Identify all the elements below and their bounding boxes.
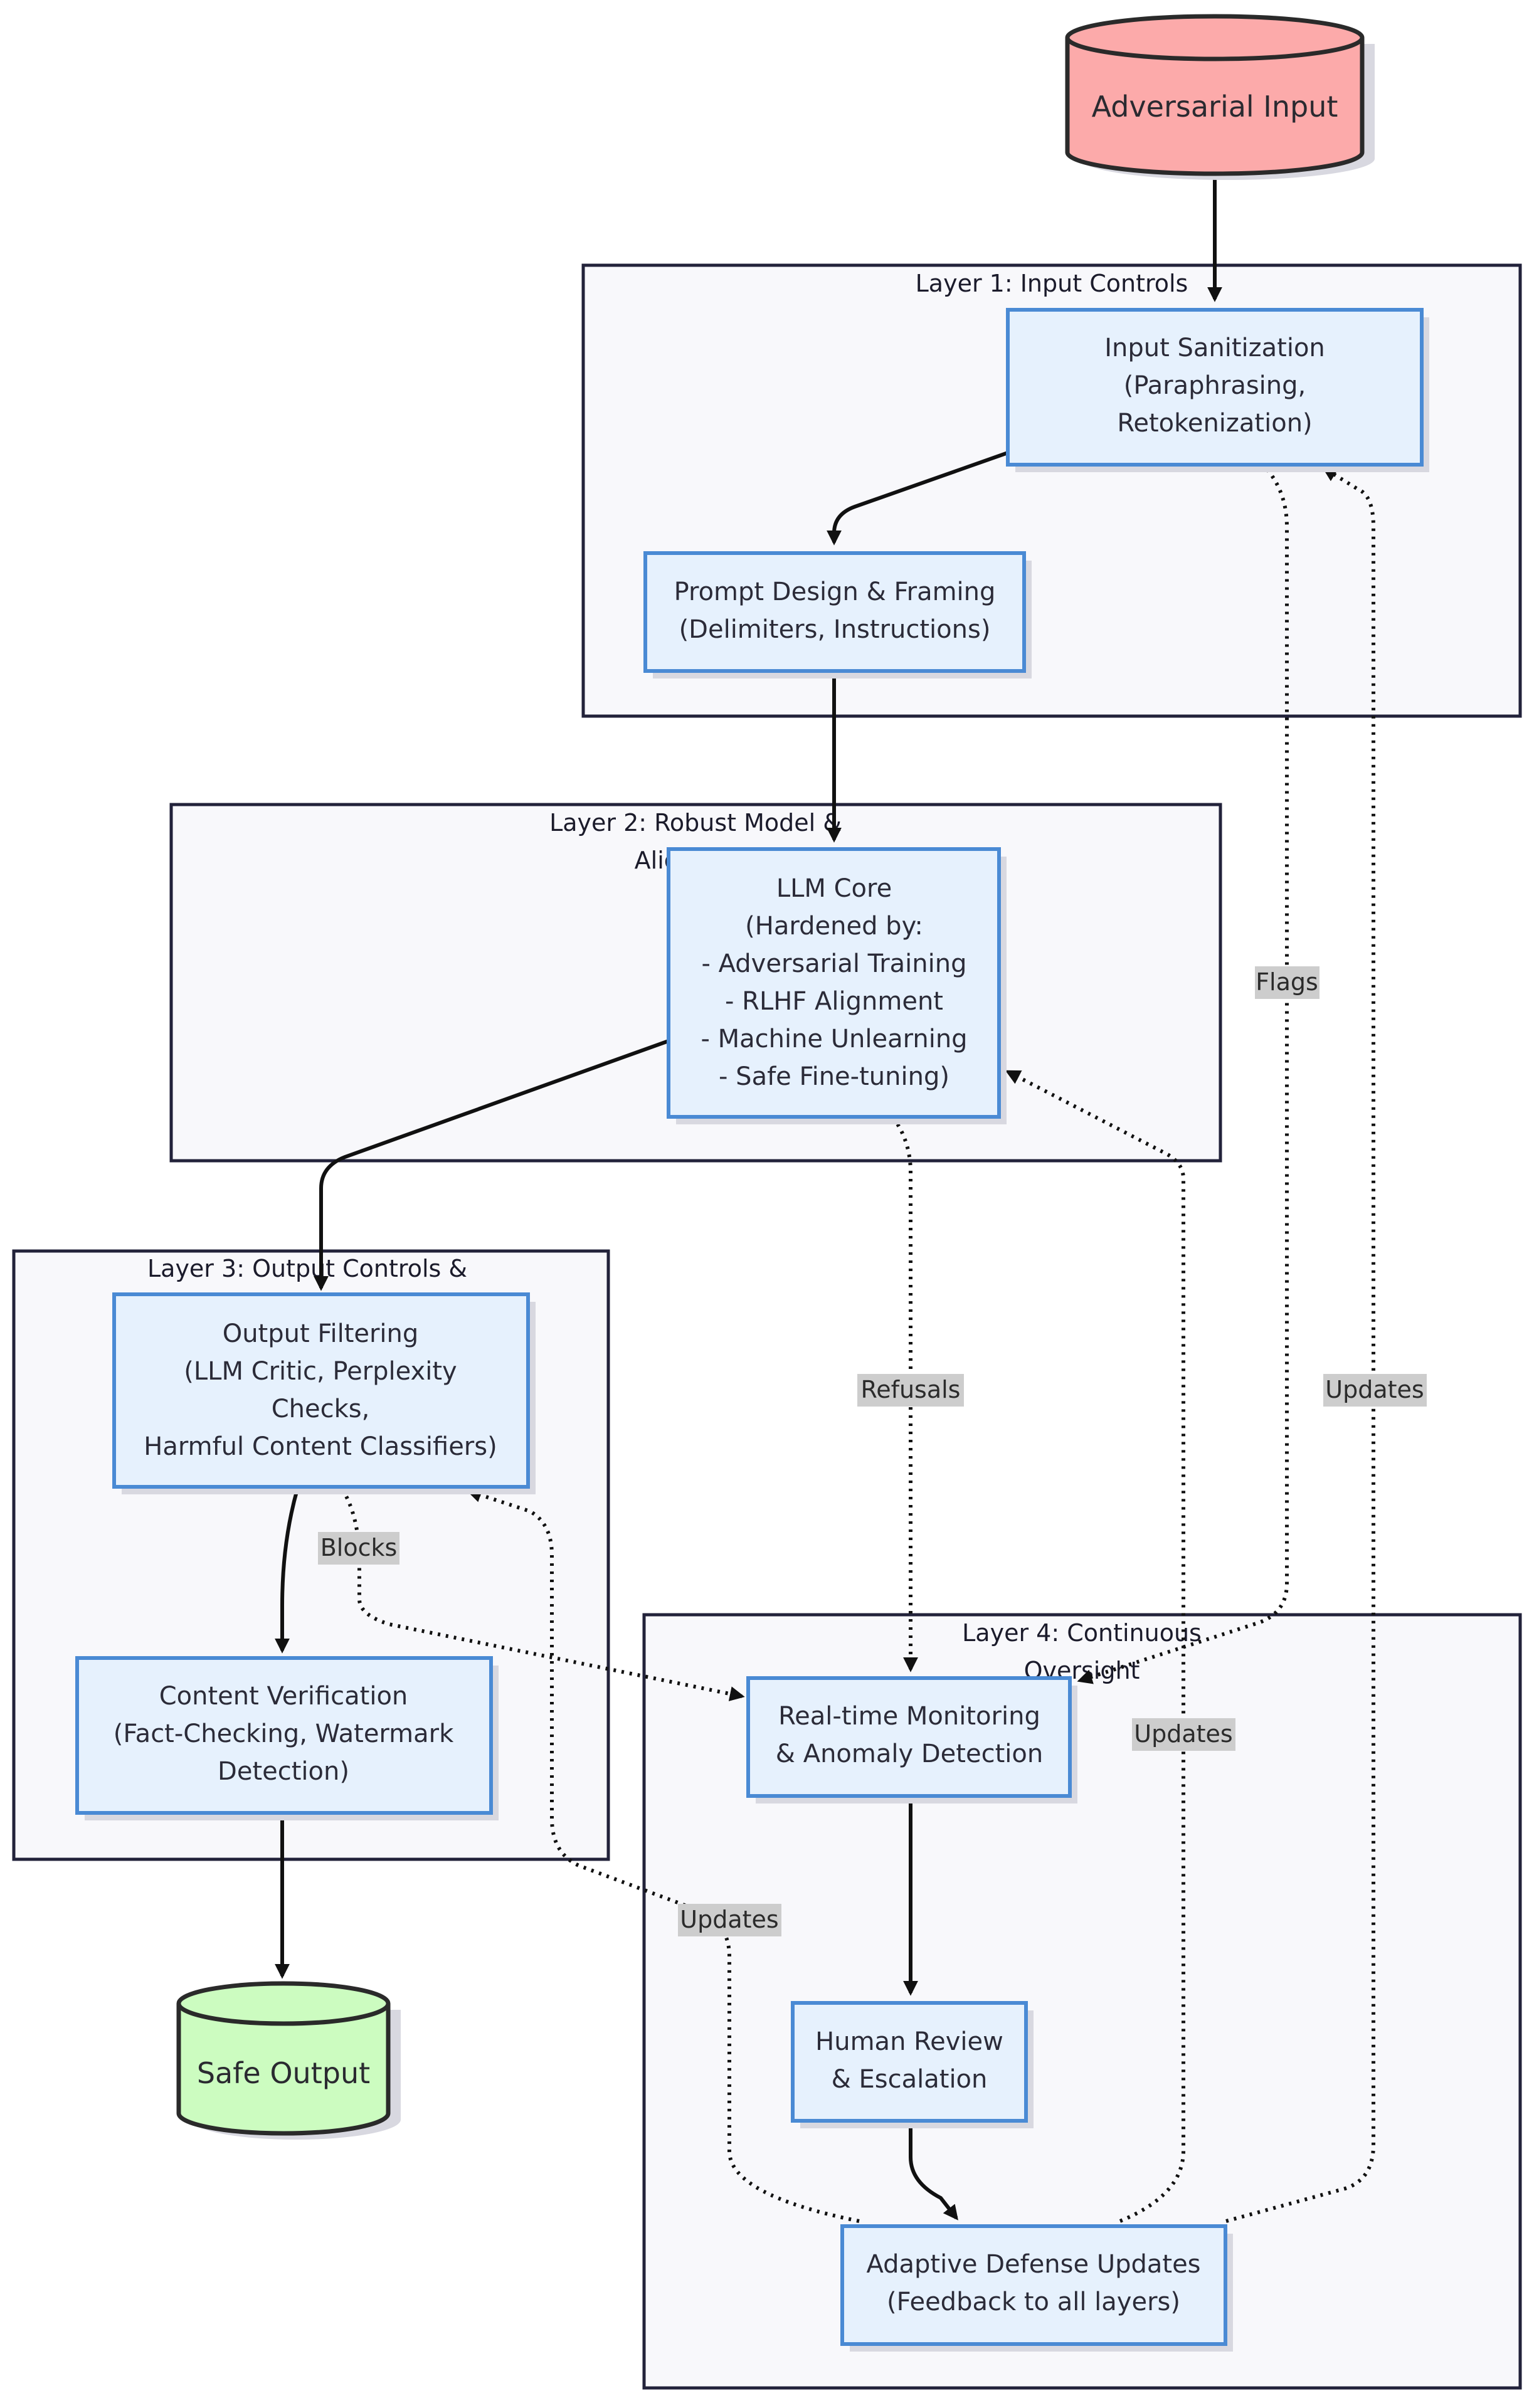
- node-adaptive-updates: Adaptive Defense Updates (Feedback to al…: [840, 2224, 1233, 2352]
- edge-label-flags: Flags: [1255, 966, 1320, 999]
- edge-label-updates-layer1: Updates: [1323, 1374, 1427, 1407]
- edge-llm-refusals-to-monitoring: [891, 1116, 918, 1672]
- edge-label-updates-layer2: Updates: [1132, 1718, 1235, 1751]
- content-verification-line1: Content Verification: [159, 1682, 408, 1711]
- output-filtering-line2: (LLM Critic, Perplexity: [184, 1357, 457, 1386]
- edge-human-review-to-adaptive: [909, 2121, 958, 2221]
- edge-label-blocks-text: Blocks: [320, 1534, 398, 1561]
- adversarial-input-label: Adversarial Input: [1092, 90, 1338, 124]
- edge-adaptive-updates-to-sanitization: [1225, 467, 1375, 2223]
- prompt-design-line1: Prompt Design & Framing: [674, 578, 996, 606]
- llm-core-line4: - RLHF Alignment: [725, 987, 943, 1016]
- edge-llm-to-output-filtering: [314, 1039, 670, 1291]
- node-content-verification: Content Verification (Fact-Checking, Wat…: [75, 1656, 499, 1820]
- node-output-filtering: Output Filtering (LLM Critic, Perplexity…: [112, 1292, 536, 1494]
- node-adversarial-input: Adversarial Input: [1065, 14, 1375, 180]
- edge-label-refusals-bg: [857, 1374, 964, 1407]
- adaptive-updates-line1: Adaptive Defense Updates: [866, 2250, 1200, 2279]
- monitoring-box: [746, 1676, 1072, 1798]
- node-monitoring: Real-time Monitoring & Anomaly Detection: [746, 1676, 1077, 1803]
- human-review-line1: Human Review: [815, 2027, 1003, 2056]
- edge-adaptive-updates-to-llm-core: [1005, 1070, 1185, 2223]
- monitoring-line2: & Anomaly Detection: [776, 1740, 1043, 1768]
- adaptive-updates-line2: (Feedback to all layers): [887, 2288, 1180, 2316]
- output-filtering-line1: Output Filtering: [223, 1319, 419, 1348]
- edge-label-flags-bg: [1255, 966, 1320, 999]
- content-verification-line3: Detection): [218, 1757, 349, 1786]
- edge-label-updates-layer3-text: Updates: [680, 1906, 778, 1933]
- edge-label-updates-layer3-bg: [678, 1904, 781, 1936]
- node-llm-core: LLM Core (Hardened by: - Adversarial Tra…: [667, 847, 1007, 1124]
- node-safe-output: Safe Output: [176, 1981, 401, 2140]
- node-human-review: Human Review & Escalation: [791, 2001, 1034, 2128]
- llm-core-line5: - Machine Unlearning: [701, 1025, 967, 1054]
- edge-label-updates-layer1-text: Updates: [1325, 1376, 1424, 1403]
- human-review-box: [791, 2001, 1028, 2123]
- output-filtering-line4: Harmful Content Classifiers): [144, 1432, 497, 1461]
- edge-filtering-to-verification: [275, 1489, 299, 1654]
- prompt-design-line2: (Delimiters, Instructions): [679, 615, 991, 644]
- solid-edges: [275, 177, 1222, 2221]
- input-sanitization-line2: (Paraphrasing,: [1124, 371, 1306, 400]
- llm-core-line3: - Adversarial Training: [701, 949, 966, 978]
- cluster-layer-4-title-line1: Layer 4: Continuous: [962, 1619, 1202, 1647]
- llm-core-line2: (Hardened by:: [745, 912, 923, 941]
- cluster-layer-1-title: Layer 1: Input Controls: [916, 270, 1188, 297]
- edge-sanitization-to-prompt: [827, 451, 1008, 546]
- content-verification-line2: (Fact-Checking, Watermark: [114, 1719, 454, 1748]
- llm-core-line1: LLM Core: [776, 874, 892, 903]
- adaptive-updates-box: [840, 2224, 1227, 2346]
- llm-core-line6: - Safe Fine-tuning): [719, 1062, 949, 1091]
- edge-label-refusals-text: Refusals: [861, 1376, 961, 1403]
- llm-core-box: [667, 847, 1001, 1119]
- human-review-line2: & Escalation: [832, 2065, 988, 2094]
- edge-label-flags-text: Flags: [1256, 968, 1318, 996]
- edge-label-refusals: Refusals: [857, 1374, 964, 1407]
- edge-sanitization-flags-to-monitoring: [1077, 462, 1289, 1684]
- node-input-sanitization: Input Sanitization (Paraphrasing, Retoke…: [1006, 308, 1429, 472]
- monitoring-line1: Real-time Monitoring: [778, 1702, 1040, 1731]
- input-sanitization-box: [1006, 308, 1424, 467]
- edge-label-updates-layer2-bg: [1132, 1718, 1235, 1751]
- content-verification-box: [75, 1656, 493, 1815]
- output-filtering-line3: Checks,: [272, 1395, 370, 1423]
- prompt-design-box: [643, 551, 1026, 673]
- output-filtering-box: [112, 1292, 530, 1489]
- edge-label-updates-layer1-bg: [1323, 1374, 1427, 1407]
- safe-output-label: Safe Output: [197, 2056, 370, 2090]
- node-prompt-design: Prompt Design & Framing (Delimiters, Ins…: [643, 551, 1032, 679]
- input-sanitization-line3: Retokenization): [1117, 409, 1312, 438]
- edge-label-updates-layer3: Updates: [678, 1904, 781, 1936]
- edge-label-blocks-bg: [318, 1532, 399, 1565]
- edge-label-blocks: Blocks: [318, 1532, 399, 1565]
- edge-label-updates-layer2-text: Updates: [1134, 1720, 1232, 1748]
- cluster-layer-2-title-line1: Layer 2: Robust Model &: [549, 809, 842, 837]
- input-sanitization-line1: Input Sanitization: [1104, 334, 1325, 362]
- cluster-layer-3-title: Layer 3: Output Controls &: [147, 1255, 467, 1282]
